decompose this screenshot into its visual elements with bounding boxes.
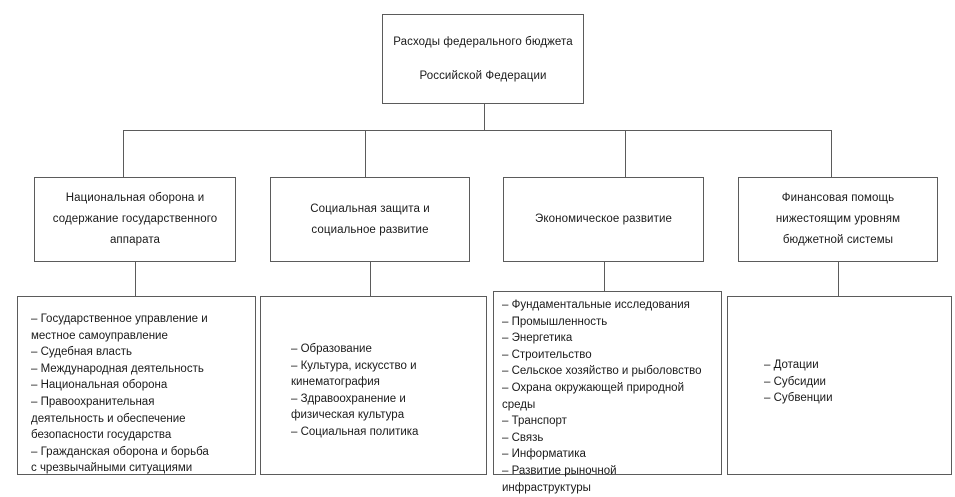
node-national-defense-line-3: аппарата	[109, 234, 161, 246]
node-financial-aid[interactable]: Финансовая помощь нижестоящим уровням бю…	[738, 177, 938, 262]
node-national-defense-line-1: Национальная оборона и	[65, 192, 205, 204]
list-item: – Субвенции	[764, 392, 833, 405]
list-item: – Энергетика	[502, 332, 573, 345]
node-financial-aid-line-2: нижестоящим уровням	[775, 213, 901, 225]
list-item: – Охрана окружающей природной среды	[502, 381, 684, 411]
list-item: – Развитие рыночной инфраструктуры	[502, 464, 617, 494]
list-item: – Социальная политика	[291, 425, 419, 438]
list-node-national-defense-content: – Государственное управление и местное с…	[18, 297, 255, 474]
list-node-social-protection-content: – Образование – Культура, искусство и ки…	[261, 297, 486, 474]
node-national-defense[interactable]: Национальная оборона и содержание госуда…	[34, 177, 236, 262]
node-social-protection-content: Социальная защита и социальное развитие	[271, 178, 469, 261]
list-item: – Национальная оборона	[31, 379, 168, 392]
connector-node4-to-list4	[838, 262, 839, 296]
node-financial-aid-line-3: бюджетной системы	[782, 234, 894, 246]
list-item: – Культура, искусство и кинематография	[291, 359, 417, 389]
list-item: – Международная деятельность	[31, 362, 204, 375]
list-item: – Сельское хозяйство и рыболовство	[502, 365, 702, 378]
list-item: – Фундаментальные исследования	[502, 299, 690, 311]
connector-bus-to-node2	[365, 130, 366, 177]
node-social-protection-line-1: Социальная защита и	[310, 202, 430, 215]
list-item: – Промышленность	[502, 315, 608, 328]
connector-bus-to-node4	[831, 130, 832, 177]
list-item: – Дотации	[764, 359, 819, 371]
connector-node3-to-list3	[604, 262, 605, 291]
list-node-social-protection-items[interactable]: – Образование – Культура, искусство и ки…	[260, 296, 487, 475]
node-social-protection[interactable]: Социальная защита и социальное развитие	[270, 177, 470, 262]
node-economic-development[interactable]: Экономическое развитие	[503, 177, 704, 262]
node-national-defense-content: Национальная оборона и содержание госуда…	[35, 178, 235, 261]
list-node-financial-aid-items[interactable]: – Дотации – Субсидии – Субвенции	[727, 296, 952, 475]
list-node-financial-aid-content: – Дотации – Субсидии – Субвенции	[728, 297, 951, 474]
connector-bus-to-node1	[123, 130, 124, 177]
node-financial-aid-content: Финансовая помощь нижестоящим уровням бю…	[739, 178, 937, 261]
connector-bus-to-node3	[625, 130, 626, 177]
node-financial-aid-line-1: Финансовая помощь	[781, 192, 895, 204]
list-financial-aid: – Дотации – Субсидии – Субвенции	[764, 357, 941, 407]
list-item: – Субсидии	[764, 375, 826, 388]
list-economic-development: – Фундаментальные исследования – Промышл…	[502, 297, 715, 496]
list-social-protection: – Образование – Культура, искусство и ки…	[291, 341, 476, 441]
list-item: – Связь	[502, 431, 544, 444]
connector-node2-to-list2	[370, 262, 371, 296]
list-item: – Транспорт	[502, 415, 567, 428]
node-economic-development-line-1: Экономическое развитие	[535, 213, 672, 225]
root-node-federal-budget-expenditures[interactable]: Расходы федерального бюджета Российской …	[382, 14, 584, 104]
list-item: – Строительство	[502, 348, 592, 361]
node-national-defense-line-2: содержание государственного	[52, 213, 218, 225]
connector-root-drop	[484, 104, 485, 131]
root-node-content: Расходы федерального бюджета Российской …	[383, 15, 583, 103]
list-item: – Образование	[291, 343, 372, 355]
list-item: – Правоохранительная деятельность и обес…	[31, 395, 186, 442]
list-node-economic-development-content: – Фундаментальные исследования – Промышл…	[494, 292, 721, 494]
node-social-protection-line-2: социальное развитие	[311, 223, 429, 236]
list-item: – Гражданская оборона и борьба с чрезвыч…	[31, 445, 209, 475]
list-item: – Государственное управление и местное с…	[31, 313, 208, 342]
node-economic-development-content: Экономическое развитие	[504, 178, 703, 261]
list-item: – Здравоохранение и физическая культура	[291, 392, 406, 422]
list-node-national-defense-items[interactable]: – Государственное управление и местное с…	[17, 296, 256, 475]
list-item: – Информатика	[502, 448, 586, 461]
list-national-defense: – Государственное управление и местное с…	[31, 311, 245, 477]
connector-node1-to-list1	[135, 262, 136, 296]
connector-bus-horizontal	[123, 130, 832, 131]
list-node-economic-development-items[interactable]: – Фундаментальные исследования – Промышл…	[493, 291, 722, 494]
list-item: – Судебная власть	[31, 346, 132, 359]
root-node-line-1: Расходы федерального бюджета	[393, 36, 573, 48]
root-node-line-2: Российской Федерации	[419, 70, 547, 82]
